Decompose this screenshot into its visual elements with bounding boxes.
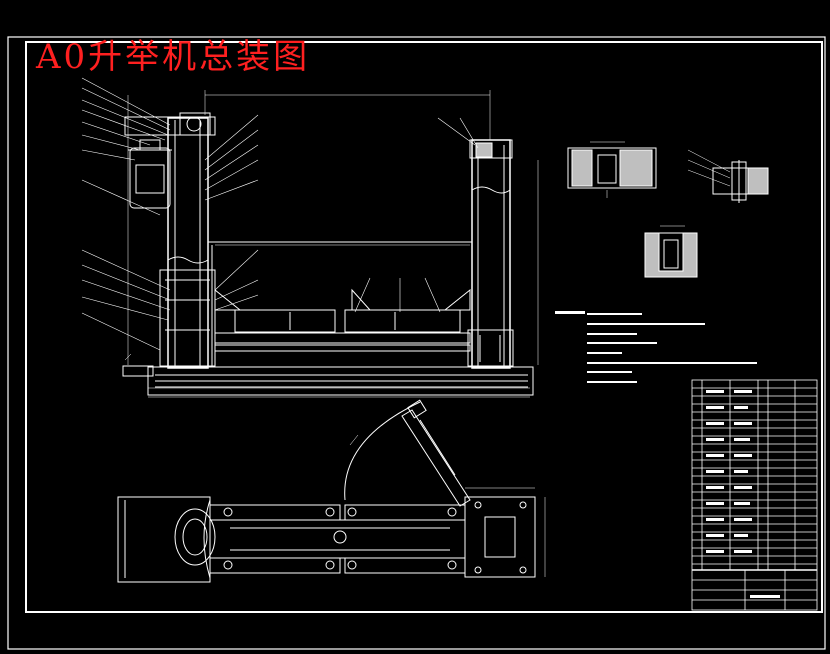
- sheet-outer-border: [7, 36, 826, 650]
- base-foot-left: [122, 365, 154, 377]
- left-arm: [234, 309, 336, 333]
- plan-arm-top-right: [344, 504, 466, 521]
- parts-list-text-marks: [706, 390, 780, 598]
- left-column: [167, 117, 209, 369]
- drawing-sheet: [7, 36, 826, 650]
- top-pulley: [179, 112, 211, 136]
- plan-center-beam: [209, 519, 466, 559]
- plan-arm-top-left: [209, 504, 341, 521]
- technical-notes: [555, 311, 757, 383]
- motor: [129, 147, 171, 209]
- motion-arc: [344, 401, 421, 501]
- top-housing: [124, 116, 216, 136]
- plan-view: [117, 399, 546, 583]
- right-column-cap: [469, 139, 513, 159]
- section-detail-3: [644, 225, 698, 278]
- plan-arm-bottom-left: [209, 557, 341, 574]
- section-detail-1: [567, 141, 657, 198]
- detail-views: [567, 141, 769, 278]
- front-elevation-view: [122, 90, 539, 398]
- plan-arm-bottom-right: [344, 557, 466, 574]
- plan-cylinder: [401, 409, 471, 507]
- plan-end-plate: [464, 496, 536, 578]
- plan-motor-outline: [174, 508, 216, 566]
- drawing-title: A0升举机总装图: [36, 37, 311, 77]
- right-carriage: [467, 329, 514, 367]
- base-plate: [147, 366, 534, 396]
- platform-beam: [214, 332, 471, 344]
- right-arm: [344, 309, 461, 333]
- leader-lines: [81, 77, 479, 351]
- plan-base-left: [117, 496, 211, 583]
- sheet-inner-frame: [25, 41, 823, 613]
- section-detail-2: [687, 149, 769, 203]
- parts-list-title-block: [691, 379, 818, 611]
